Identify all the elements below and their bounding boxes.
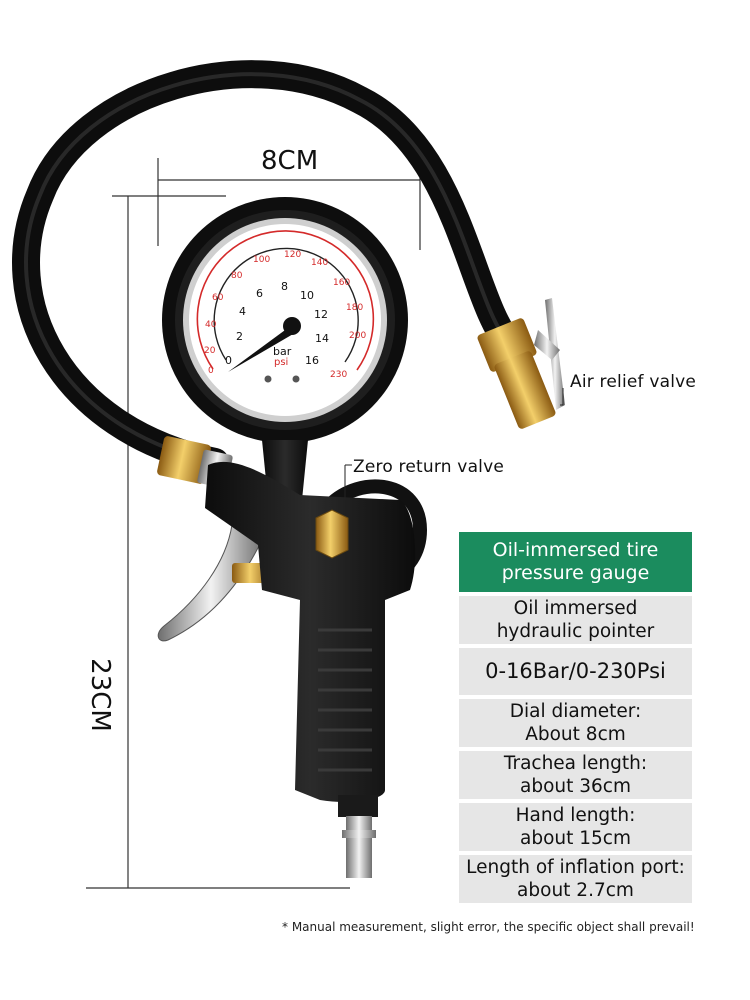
psi-scale-100: 100 (253, 255, 271, 265)
gauge-psi-unit: psi (274, 357, 289, 368)
spec-row-trachea-length: Trachea length: about 36cm (459, 751, 692, 799)
gauge-bar-unit: bar (273, 345, 292, 358)
psi-scale-140: 140 (311, 258, 329, 268)
psi-scale-230: 230 (330, 370, 348, 380)
spec-header: Oil-immersed tire pressure gauge (459, 532, 692, 592)
bar-scale-6: 6 (256, 287, 263, 300)
psi-scale-80: 80 (231, 271, 243, 281)
zero-return-valve (315, 509, 349, 559)
bar-scale-0: 0 (225, 354, 232, 367)
inflation-port (338, 795, 378, 878)
bar-scale-4: 4 (239, 305, 246, 318)
bar-scale-10: 10 (300, 289, 314, 302)
spec-row-dial-diameter: Dial diameter: About 8cm (459, 699, 692, 747)
height-dimension-label: 23CM (84, 658, 115, 732)
spec-row-inflation-port: Length of inflation port: about 2.7cm (459, 855, 692, 903)
bar-scale-2: 2 (236, 330, 243, 343)
psi-scale-180: 180 (346, 303, 364, 313)
spec-row-range: 0-16Bar/0-230Psi (459, 648, 692, 695)
spec-row-hand-length: Hand length: about 15cm (459, 803, 692, 851)
spec-row-pointer: Oil immersed hydraulic pointer (459, 596, 692, 644)
bar-scale-14: 14 (315, 332, 329, 345)
psi-scale-160: 160 (333, 278, 351, 288)
psi-scale-20: 20 (204, 346, 216, 356)
gun-body (205, 461, 416, 802)
air-chuck (477, 298, 565, 429)
air-relief-valve-label: Air relief valve (570, 372, 697, 392)
bar-scale-8: 8 (281, 280, 288, 293)
psi-scale-0: 0 (208, 366, 214, 376)
psi-scale-60: 60 (212, 293, 224, 303)
bar-scale-16: 16 (305, 354, 319, 367)
zero-return-valve-label: Zero return valve (353, 457, 505, 477)
footnote: * Manual measurement, slight error, the … (282, 920, 695, 934)
gauge-dial (189, 224, 381, 416)
bar-scale-12: 12 (314, 308, 328, 321)
spec-panel: Oil-immersed tire pressure gauge Oil imm… (459, 532, 692, 907)
psi-scale-200: 200 (349, 331, 367, 341)
psi-scale-120: 120 (284, 250, 302, 260)
psi-scale-40: 40 (205, 320, 217, 330)
width-dimension-label: 8CM (261, 146, 319, 176)
